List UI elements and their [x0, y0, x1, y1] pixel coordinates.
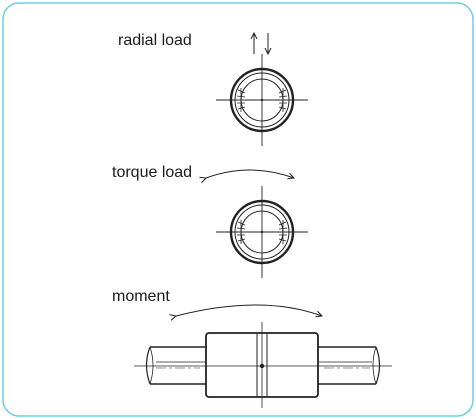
- moment-arrow: [176, 304, 322, 316]
- torque-load-arrow: [206, 169, 294, 178]
- torque-load-label: torque load: [112, 164, 193, 181]
- radial-bearing-cross-section: [216, 54, 308, 146]
- torque-bearing-cross-section: [216, 186, 308, 278]
- radial-load-arrows: [254, 33, 268, 54]
- moment-shaft-assembly: [134, 322, 392, 408]
- moment-label: moment: [112, 288, 170, 305]
- radial-load-label: radial load: [118, 32, 192, 49]
